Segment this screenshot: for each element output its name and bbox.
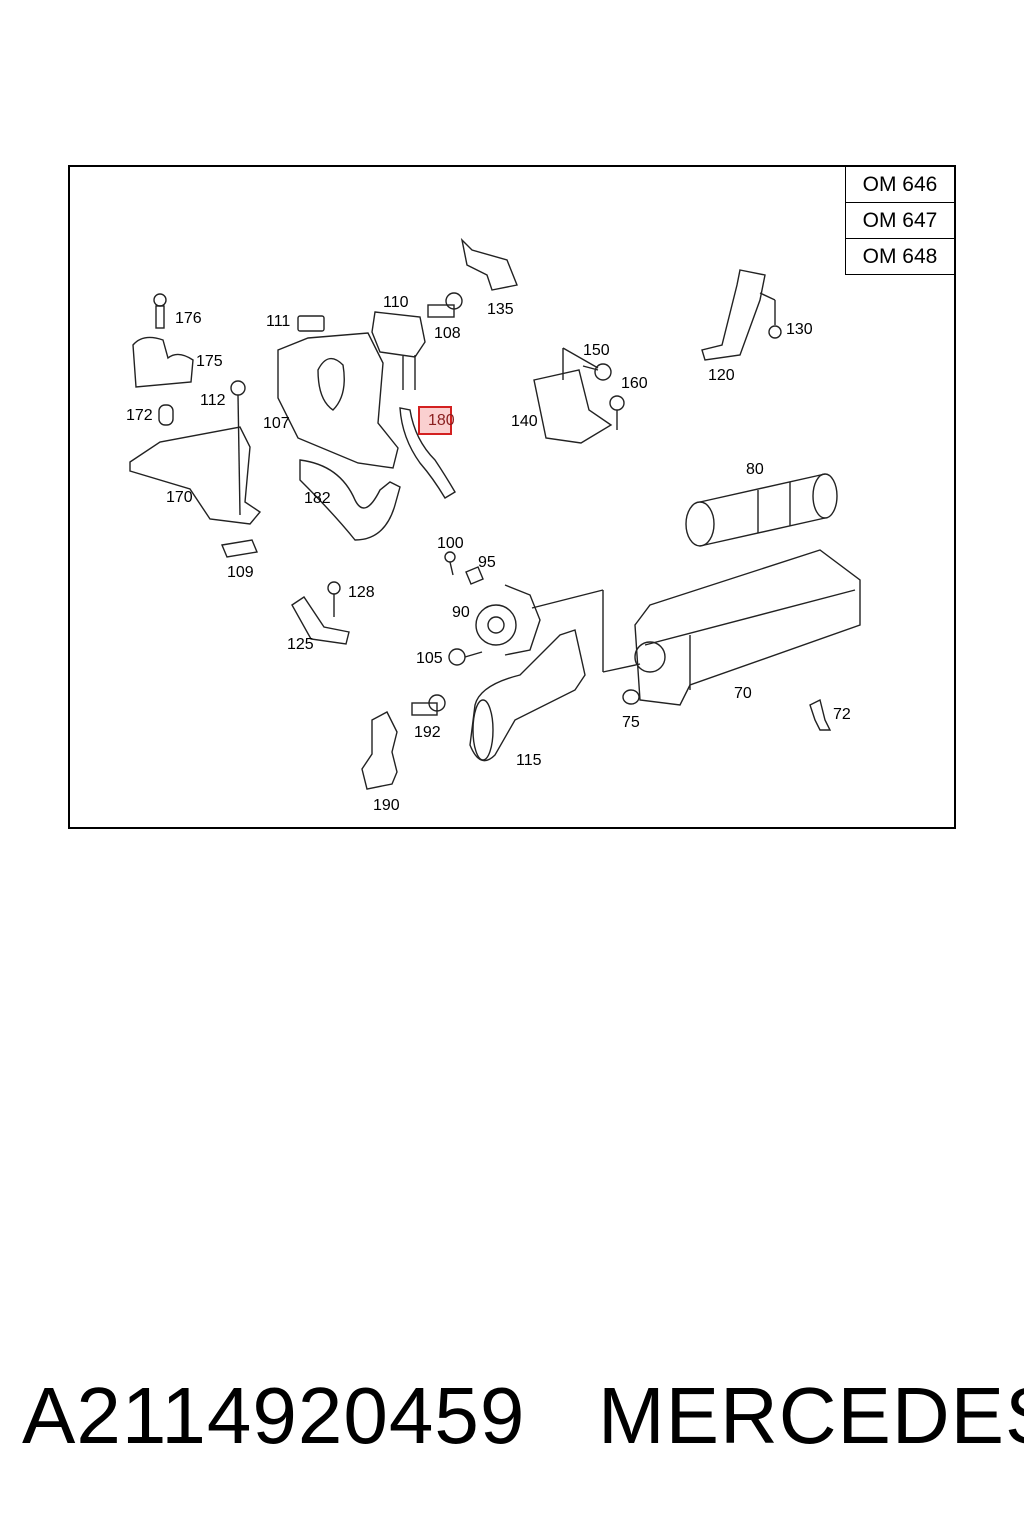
nut-109-drawing (221, 539, 258, 558)
engine-variant-2: OM 647 (845, 202, 955, 239)
callout-176: 176 (175, 310, 202, 327)
housing-70-detail (644, 589, 856, 690)
callout-100: 100 (437, 535, 464, 552)
callout-75: 75 (622, 714, 640, 731)
actuator-90-drawing (475, 584, 541, 656)
bolt-128-drawing (327, 581, 341, 617)
clamp-175-drawing (132, 336, 194, 388)
bracket-135-drawing (460, 237, 518, 291)
bracket-120-drawing (701, 269, 766, 361)
leader-130 (759, 292, 776, 301)
callout-175: 175 (196, 353, 223, 370)
callout-111: 111 (266, 313, 291, 330)
callout-172: 172 (126, 407, 153, 424)
bolt-160-drawing (609, 395, 625, 430)
callout-95: 95 (478, 554, 496, 571)
callout-180: 180 (428, 412, 455, 429)
callout-192: 192 (414, 724, 441, 741)
callout-120: 120 (708, 367, 735, 384)
bracket-190-drawing (361, 711, 398, 790)
bolt-176-drawing (153, 293, 167, 329)
callout-115: 115 (516, 752, 542, 769)
callout-90: 90 (452, 604, 470, 621)
leader-90-70 (531, 589, 604, 609)
housing-70-drawing (634, 549, 861, 706)
screw-100-drawing (444, 551, 456, 576)
callout-160: 160 (621, 375, 648, 392)
sensor-110-drawing (371, 311, 426, 390)
leader-70b (602, 663, 641, 673)
grommet-75-drawing (622, 689, 640, 705)
callout-107: 107 (263, 415, 290, 432)
duct-115-drawing (469, 629, 586, 762)
bolt-150-drawing (582, 363, 612, 381)
housing-70-port (634, 641, 666, 673)
cover-107-drawing (277, 332, 399, 469)
callout-105: 105 (416, 650, 443, 667)
callout-72: 72 (833, 706, 851, 723)
callout-128: 128 (348, 584, 375, 601)
footer-caption: A2114920459 MERCEDES (0, 1370, 1024, 1480)
bolt-192-drawing (411, 694, 446, 716)
callout-125: 125 (287, 636, 314, 653)
engine-variant-3: OM 648 (845, 238, 955, 275)
engine-variant-table: OM 646 OM 647 OM 648 (845, 166, 955, 275)
callout-80: 80 (746, 461, 764, 478)
callout-190: 190 (373, 797, 400, 814)
callout-70: 70 (734, 685, 752, 702)
bolt-130-drawing (768, 300, 782, 339)
bracket-140-drawing (533, 369, 613, 444)
callout-112: 112 (200, 392, 226, 409)
callout-170: 170 (166, 489, 193, 506)
callout-109: 109 (227, 564, 254, 581)
part-number: A2114920459 (22, 1371, 526, 1460)
engine-variant-1: OM 646 (845, 166, 955, 203)
bolt-108-drawing (427, 292, 463, 318)
hose-180-drawing (399, 407, 456, 499)
callout-135: 135 (487, 301, 514, 318)
brand-name: MERCEDES (598, 1371, 1024, 1460)
filter-80-drawing (685, 473, 838, 547)
bolt-112-drawing (230, 380, 246, 516)
bracket-170-drawing (129, 426, 262, 525)
callout-110: 110 (383, 294, 409, 311)
callout-150: 150 (583, 342, 610, 359)
callout-130: 130 (786, 321, 813, 338)
clip-95-drawing (465, 566, 484, 585)
callout-180-highlight[interactable]: 180 (418, 406, 455, 435)
clip-111-drawing (297, 315, 325, 332)
leader-150 (562, 347, 599, 369)
sleeve-172-drawing (158, 404, 174, 426)
callout-140: 140 (511, 413, 538, 430)
screw-105-drawing (448, 648, 483, 666)
parts-diagram-frame (68, 165, 956, 829)
callout-182: 182 (304, 490, 331, 507)
clip-72-drawing (809, 698, 832, 731)
duct-115-opening (472, 699, 494, 761)
callout-108: 108 (434, 325, 461, 342)
bracket-125-drawing (291, 596, 350, 645)
hose-182-drawing (299, 459, 401, 541)
